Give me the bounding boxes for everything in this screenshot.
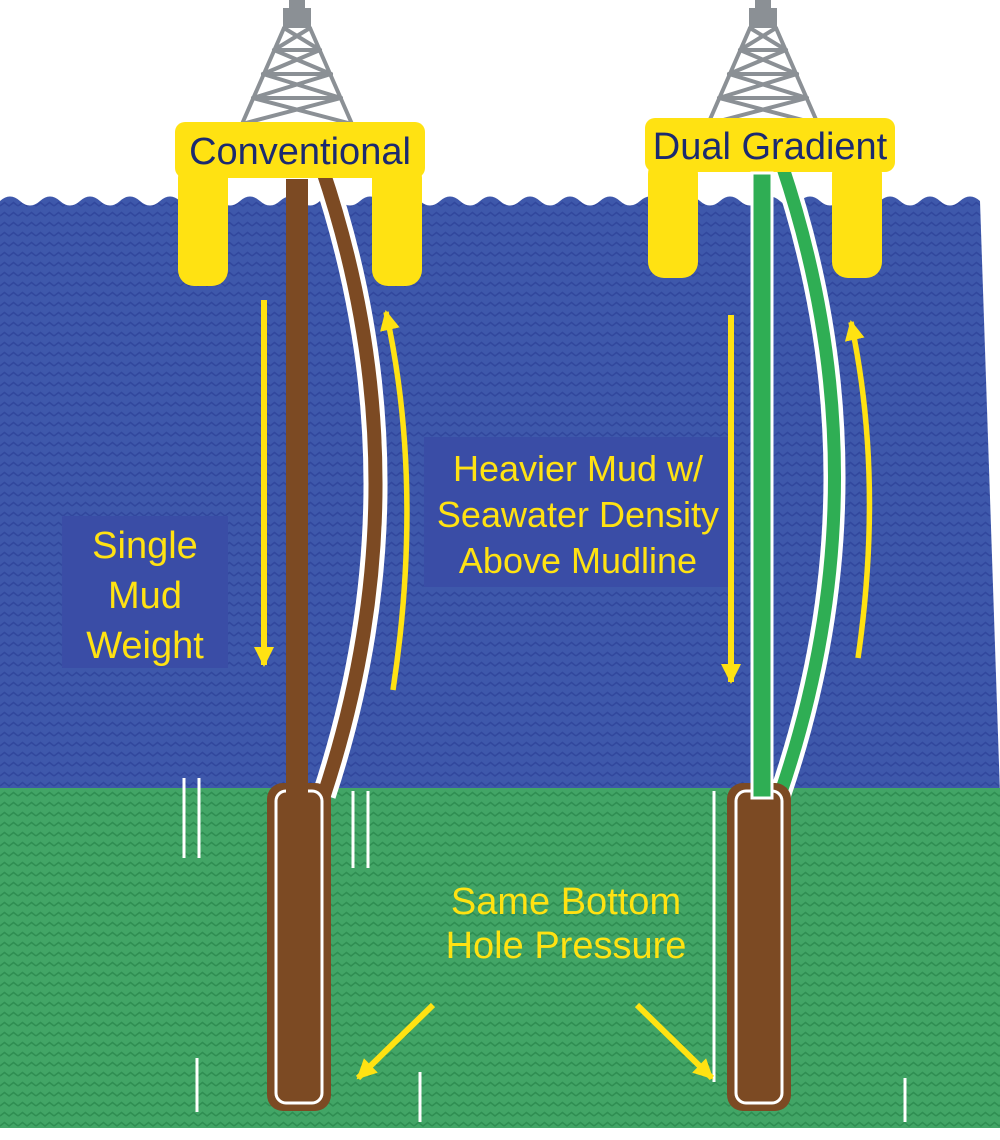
- platform-right-leg: [832, 158, 882, 278]
- callout-bottom-hole-pressure: Same Bottom Hole Pressure: [446, 881, 687, 967]
- callout-heavier-mud-line2: Seawater Density: [437, 494, 719, 535]
- label-dual-gradient: Dual Gradient: [653, 126, 888, 168]
- drilling-derrick-right-icon: [706, 0, 820, 126]
- platform-left-deck: [175, 122, 425, 178]
- callout-single-mud-weight: Single Mud Weight: [62, 516, 228, 668]
- callout-bottom-hole-line2: Hole Pressure: [446, 925, 687, 967]
- platform-right-leg: [648, 158, 698, 278]
- platform-right-deck: [645, 118, 895, 172]
- platform-left-leg: [178, 162, 228, 286]
- riser-pipe-right: [750, 171, 774, 800]
- well-casing-right: [727, 783, 791, 1111]
- label-conventional: Conventional: [189, 131, 411, 173]
- mud-return-riser-right: [769, 161, 846, 799]
- seabed: [0, 788, 1000, 1128]
- callout-heavier-mud-line3: Above Mudline: [459, 540, 697, 581]
- mud-return-arrow-left: [380, 310, 410, 691]
- callout-single-mud-line1: Single: [92, 525, 198, 567]
- mud-return-arrow-right: [844, 320, 873, 659]
- seabed-crack-lines: [182, 778, 907, 1122]
- drilling-derrick-left-icon: [240, 0, 354, 126]
- platform-right: Dual Gradient: [645, 118, 895, 278]
- platform-left-leg: [372, 162, 422, 286]
- bottom-hole-arrow-right: [634, 1002, 715, 1081]
- callout-single-mud-line3: Weight: [86, 625, 204, 667]
- mud-return-riser-left: [310, 164, 388, 799]
- callout-heavier-mud: Heavier Mud w/ Seawater Density Above Mu…: [424, 437, 732, 587]
- bottom-hole-arrow-left: [355, 1002, 436, 1081]
- platform-left: Conventional: [175, 122, 425, 286]
- callout-heavier-mud-line1: Heavier Mud w/: [453, 448, 703, 489]
- callout-single-mud-line2: Mud: [108, 575, 182, 617]
- drill-pipe-left: [286, 179, 308, 1083]
- callout-bottom-hole-line1: Same Bottom: [451, 881, 681, 923]
